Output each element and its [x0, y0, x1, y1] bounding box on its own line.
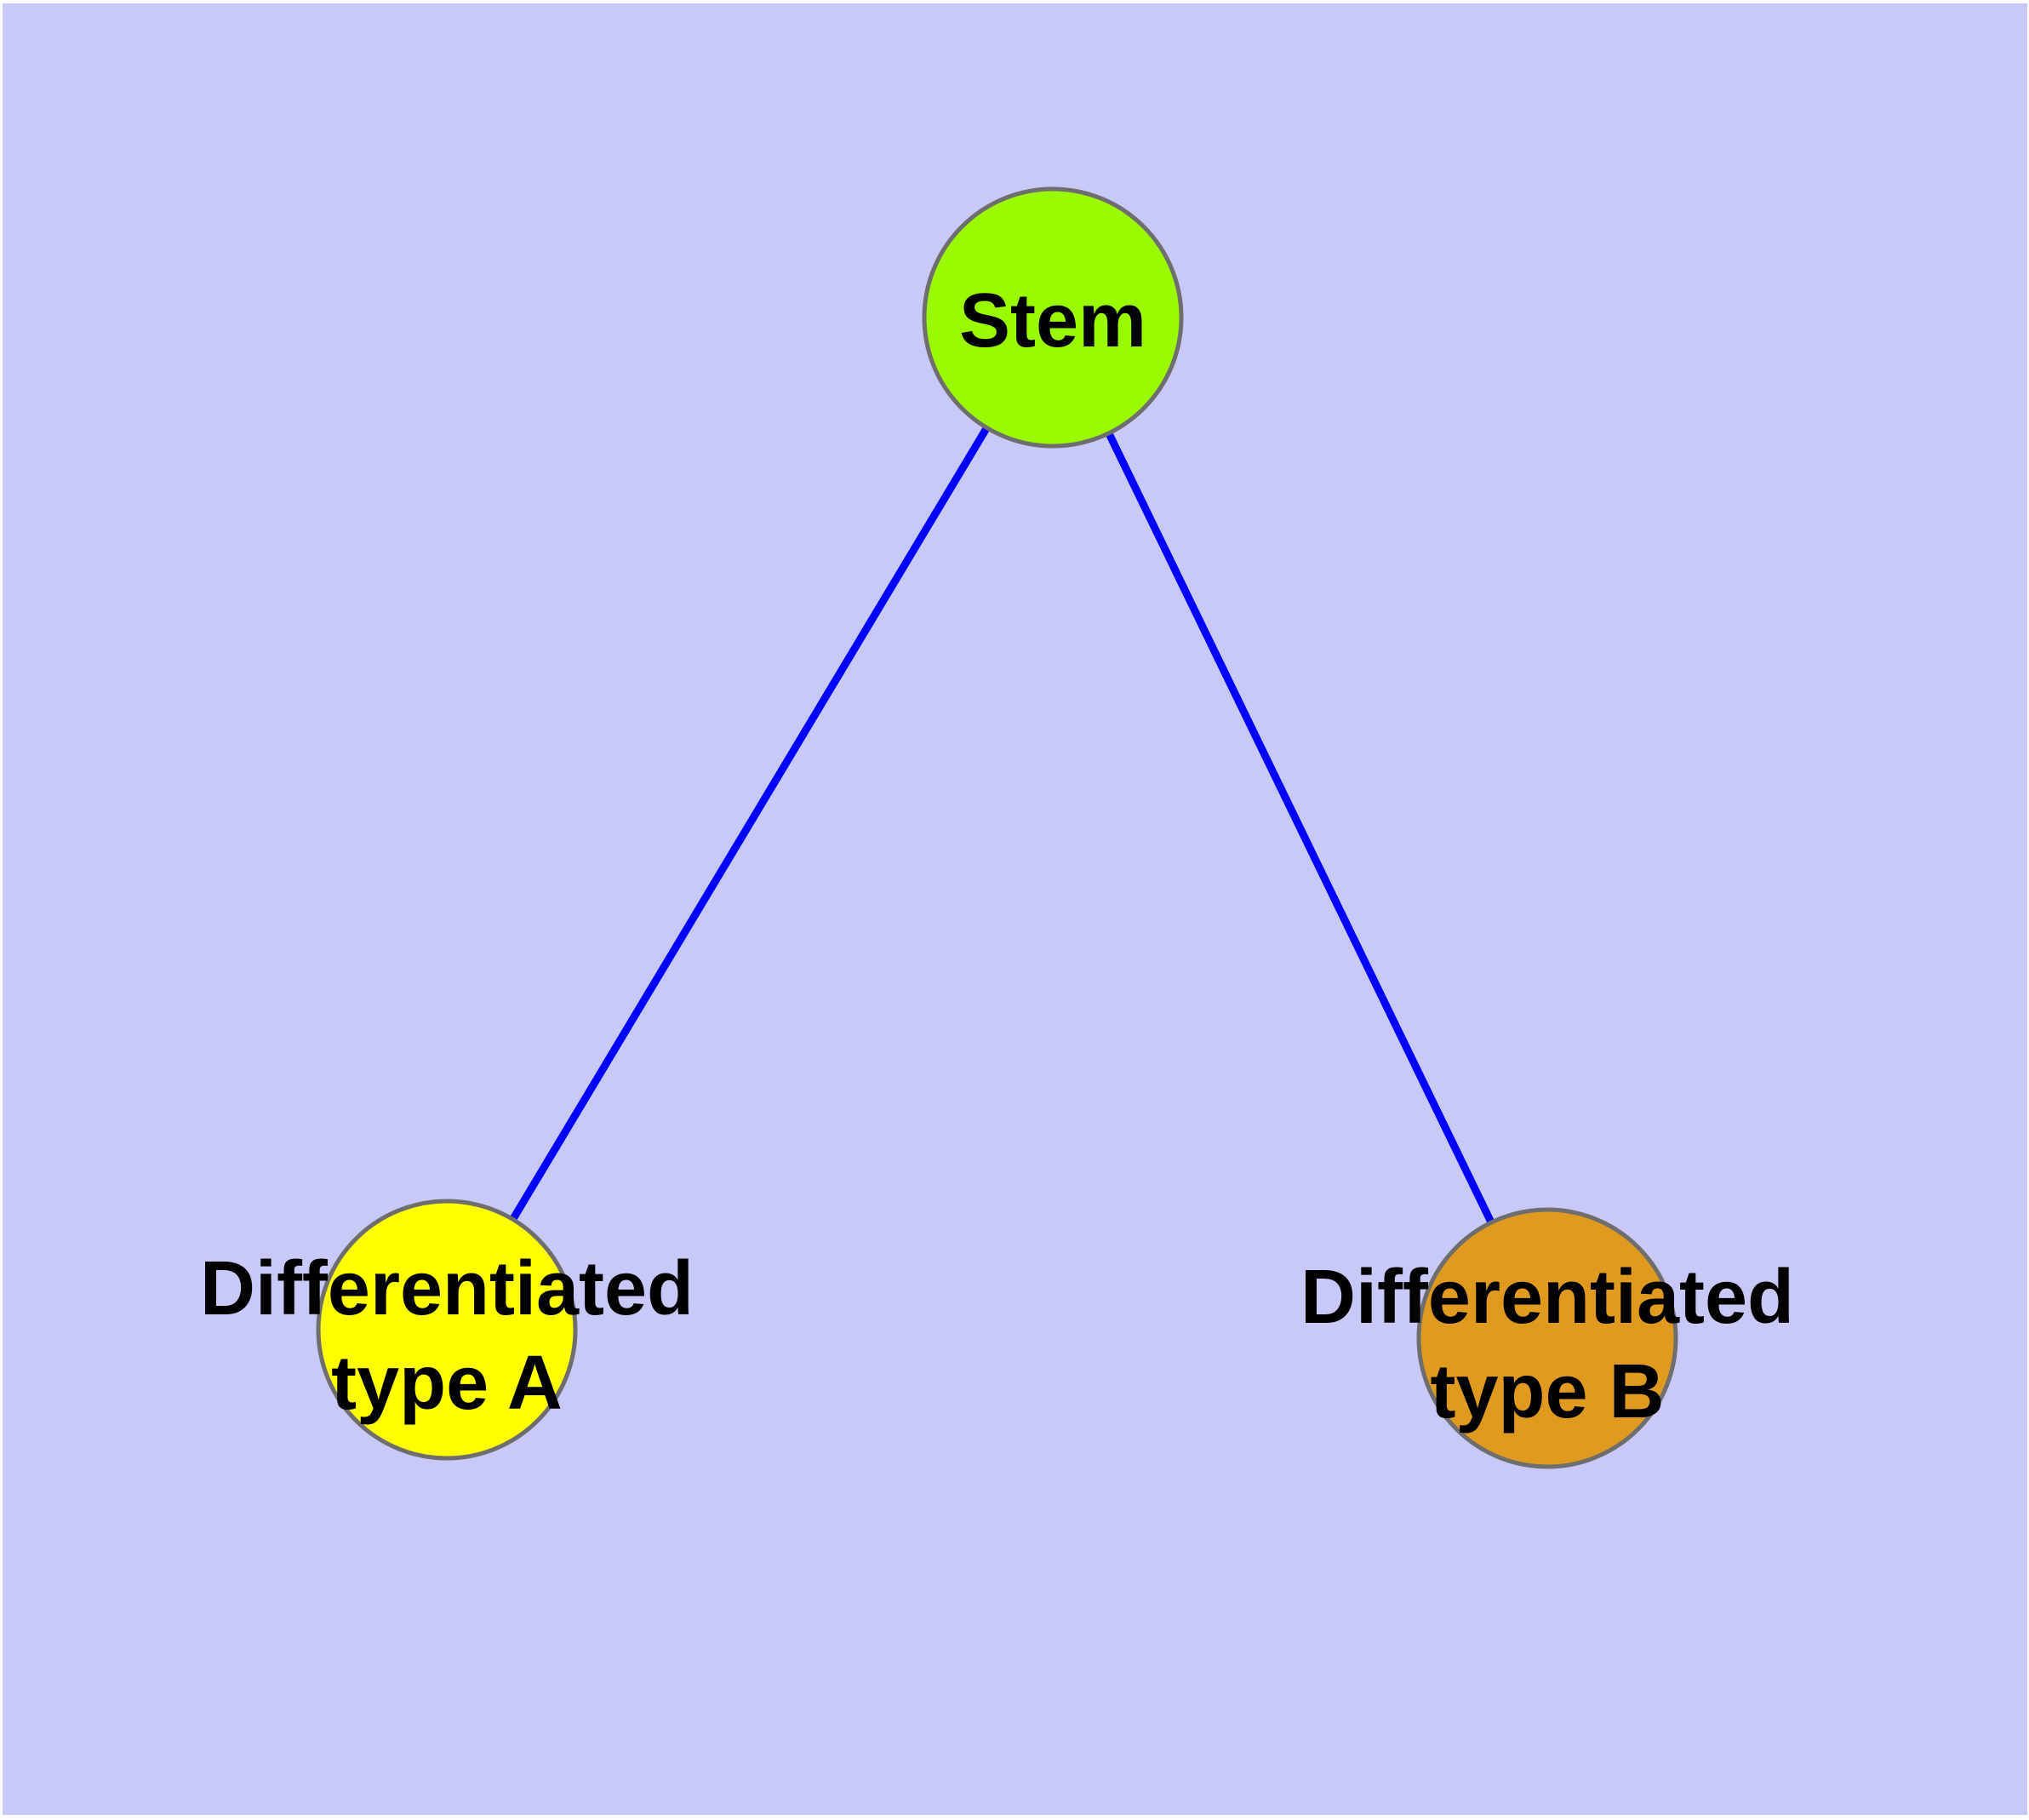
node-type-b-label-line1: Differentiated — [1300, 1255, 1794, 1340]
node-type-a-label-line1: Differentiated — [200, 1246, 694, 1331]
edge-stem-to-type-b — [1049, 316, 1552, 1340]
node-differentiated-type-a: Differentiated type A — [200, 1199, 694, 1461]
node-type-b-label-line2: type B — [1430, 1349, 1664, 1434]
edges — [443, 315, 1552, 1340]
edge-stem-to-type-a — [443, 315, 1056, 1332]
node-differentiated-type-b: Differentiated type B — [1300, 1207, 1794, 1469]
node-type-b-circle — [1416, 1207, 1678, 1469]
node-type-a-label-line2: type A — [331, 1341, 563, 1426]
node-stem: Stem — [922, 186, 1184, 449]
node-stem-circle — [922, 186, 1184, 449]
node-stem-label: Stem — [959, 278, 1146, 363]
node-type-a-circle — [316, 1199, 578, 1461]
